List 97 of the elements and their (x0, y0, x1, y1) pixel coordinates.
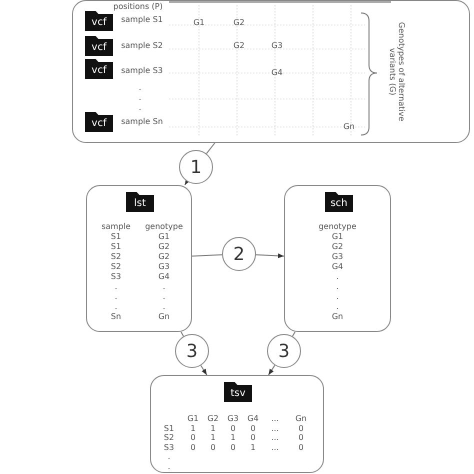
genotype-label: G4 (270, 68, 284, 77)
ellipsis-dot: . (138, 103, 142, 112)
ellipsis-dot: . (166, 452, 172, 461)
axis-label: positions (P) (113, 2, 163, 11)
matrix-value: 0 (297, 442, 305, 452)
connector-line (292, 332, 296, 337)
column-header: G4 (246, 414, 260, 423)
sample-id: S1 (110, 242, 122, 251)
matrix-value: 0 (297, 433, 305, 442)
matrix-value: 1 (189, 424, 197, 432)
column-header: genotype (318, 222, 358, 231)
vcf-panel (72, 0, 470, 143)
ellipsis-dot: . (138, 83, 142, 92)
file-tag: tsv (224, 382, 252, 402)
matrix-value: 1 (209, 433, 217, 442)
genotype-id: G3 (330, 252, 344, 261)
sample-label: sample Sn (120, 117, 164, 126)
step-circle: 3 (175, 334, 209, 368)
step-circle: 1 (179, 150, 213, 184)
sample-id: S1 (110, 232, 122, 241)
brace-label: Genotypes of alternative variants (G) (388, 21, 406, 124)
genotype-id: Gn (157, 312, 171, 321)
ellipsis-dot: . (166, 462, 172, 470)
step-circle: 2 (222, 237, 256, 271)
column-header: ... (270, 414, 280, 423)
matrix-value: ... (270, 442, 280, 452)
file-tag: vcf (85, 59, 113, 79)
genotype-id: . (162, 292, 166, 301)
matrix-value: 0 (189, 442, 197, 452)
genotype-id: . (162, 282, 166, 291)
list-panel (86, 185, 192, 332)
file-tag: sch (325, 192, 353, 212)
file-tag: vcf (85, 112, 113, 132)
sample-id: . (114, 302, 118, 311)
genotype-id: . (335, 292, 340, 301)
matrix-value: 0 (249, 424, 257, 432)
genotype-id: G1 (157, 232, 171, 241)
file-tag: vcf (85, 36, 113, 56)
genotype-label: Gn (342, 122, 356, 131)
matrix-value: 0 (189, 433, 197, 442)
step-circle: 3 (267, 334, 301, 368)
genotype-label: G3 (270, 41, 284, 50)
matrix-value: 1 (249, 442, 257, 452)
genotype-id: . (335, 272, 340, 281)
sample-id: . (114, 282, 118, 291)
sample-label: sample S2 (120, 41, 164, 50)
sample-label: sample S3 (120, 66, 164, 75)
row-header: S2 (162, 433, 176, 442)
genotype-id: Gn (330, 312, 344, 321)
column-header: genotype (144, 222, 184, 231)
connector-line (192, 254, 222, 257)
matrix-value: ... (270, 424, 280, 432)
file-tag: lst (126, 192, 154, 212)
genotype-label: G2 (232, 18, 246, 27)
sample-id: . (114, 292, 118, 301)
matrix-value: 0 (229, 442, 237, 452)
row-header: S3 (162, 442, 176, 452)
matrix-value: 1 (229, 433, 237, 442)
matrix-value: 0 (297, 424, 305, 432)
column-header: sample (100, 222, 132, 231)
matrix-panel (150, 375, 324, 473)
column-header: G2 (206, 414, 220, 423)
sample-id: S3 (110, 272, 122, 281)
genotype-id: G2 (157, 252, 171, 261)
arrow (184, 178, 190, 186)
file-tag: vcf (85, 11, 113, 31)
genotype-id: G2 (330, 242, 344, 251)
column-header: G3 (226, 414, 240, 423)
genotype-id: G2 (157, 242, 171, 251)
genotype-id: G4 (330, 262, 344, 271)
row-header: S1 (162, 424, 176, 432)
ellipsis-dot: . (138, 93, 142, 102)
genotype-id: G3 (157, 262, 171, 271)
sample-label: sample S1 (120, 15, 164, 24)
genotype-id: . (335, 282, 340, 291)
genotype-id: . (162, 302, 166, 311)
arrow (256, 253, 284, 258)
genotype-id: G4 (157, 272, 171, 281)
sample-id: Sn (110, 312, 122, 321)
connector-line (206, 142, 216, 154)
column-header: Gn (294, 414, 308, 423)
matrix-value: 1 (209, 424, 217, 432)
genotype-label: G2 (232, 41, 246, 50)
genotype-id: . (335, 302, 340, 311)
sample-id: S2 (110, 262, 122, 271)
sample-id: S2 (110, 252, 122, 261)
genotype-id: G1 (330, 232, 344, 241)
matrix-value: 0 (229, 424, 237, 432)
connector-line (180, 332, 184, 337)
list-panel (284, 185, 391, 332)
matrix-value: 0 (249, 433, 257, 442)
matrix-value: ... (270, 433, 280, 442)
column-header: G1 (186, 414, 200, 423)
matrix-value: 0 (209, 442, 217, 452)
arrow (268, 364, 276, 376)
genotype-label: G1 (192, 18, 206, 27)
arrow (200, 365, 208, 376)
